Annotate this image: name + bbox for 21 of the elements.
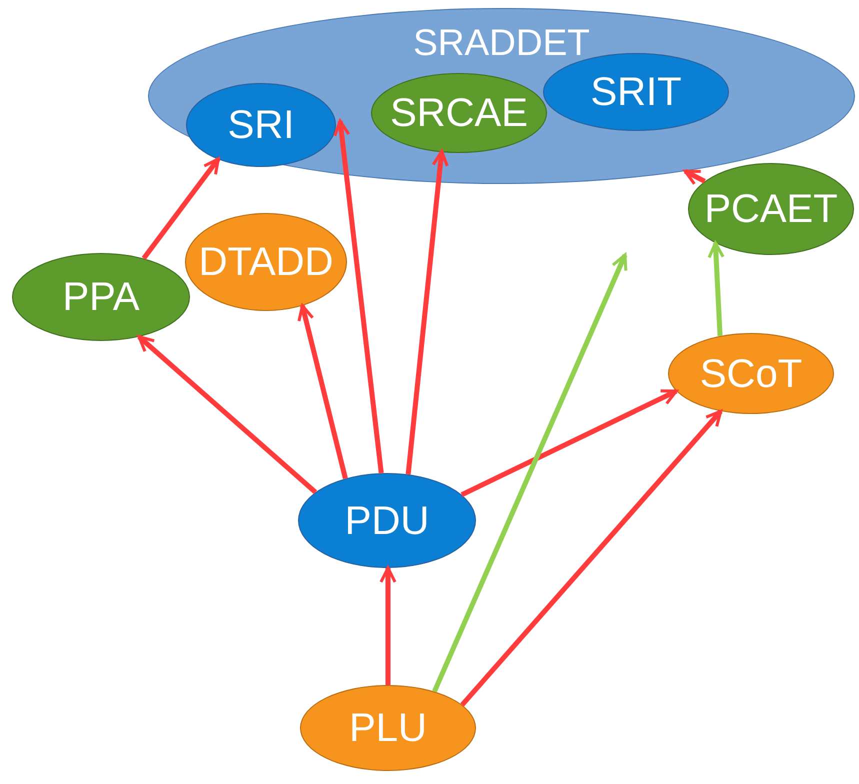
node-label: PPA	[62, 275, 140, 319]
node-label: SRIT	[590, 70, 682, 114]
arrow	[333, 120, 384, 474]
node-label: DTADD	[198, 240, 334, 284]
node-label: SRI	[228, 103, 294, 147]
node-label: SCoT	[700, 352, 802, 396]
arrow	[142, 157, 220, 260]
node-label: PDU	[344, 498, 430, 542]
node-label: PCAET	[704, 187, 838, 231]
arrow	[432, 254, 628, 692]
node-label: SRADDET	[413, 23, 590, 64]
node-label: PLU	[349, 706, 427, 750]
arrow	[380, 566, 396, 685]
arrow	[684, 168, 706, 186]
arrow	[708, 242, 725, 336]
arrow	[460, 388, 678, 497]
arrow	[406, 150, 449, 475]
arrow	[298, 304, 348, 480]
arrow	[137, 334, 318, 494]
node-label: SRCAE	[390, 91, 528, 135]
arrow	[460, 410, 723, 706]
